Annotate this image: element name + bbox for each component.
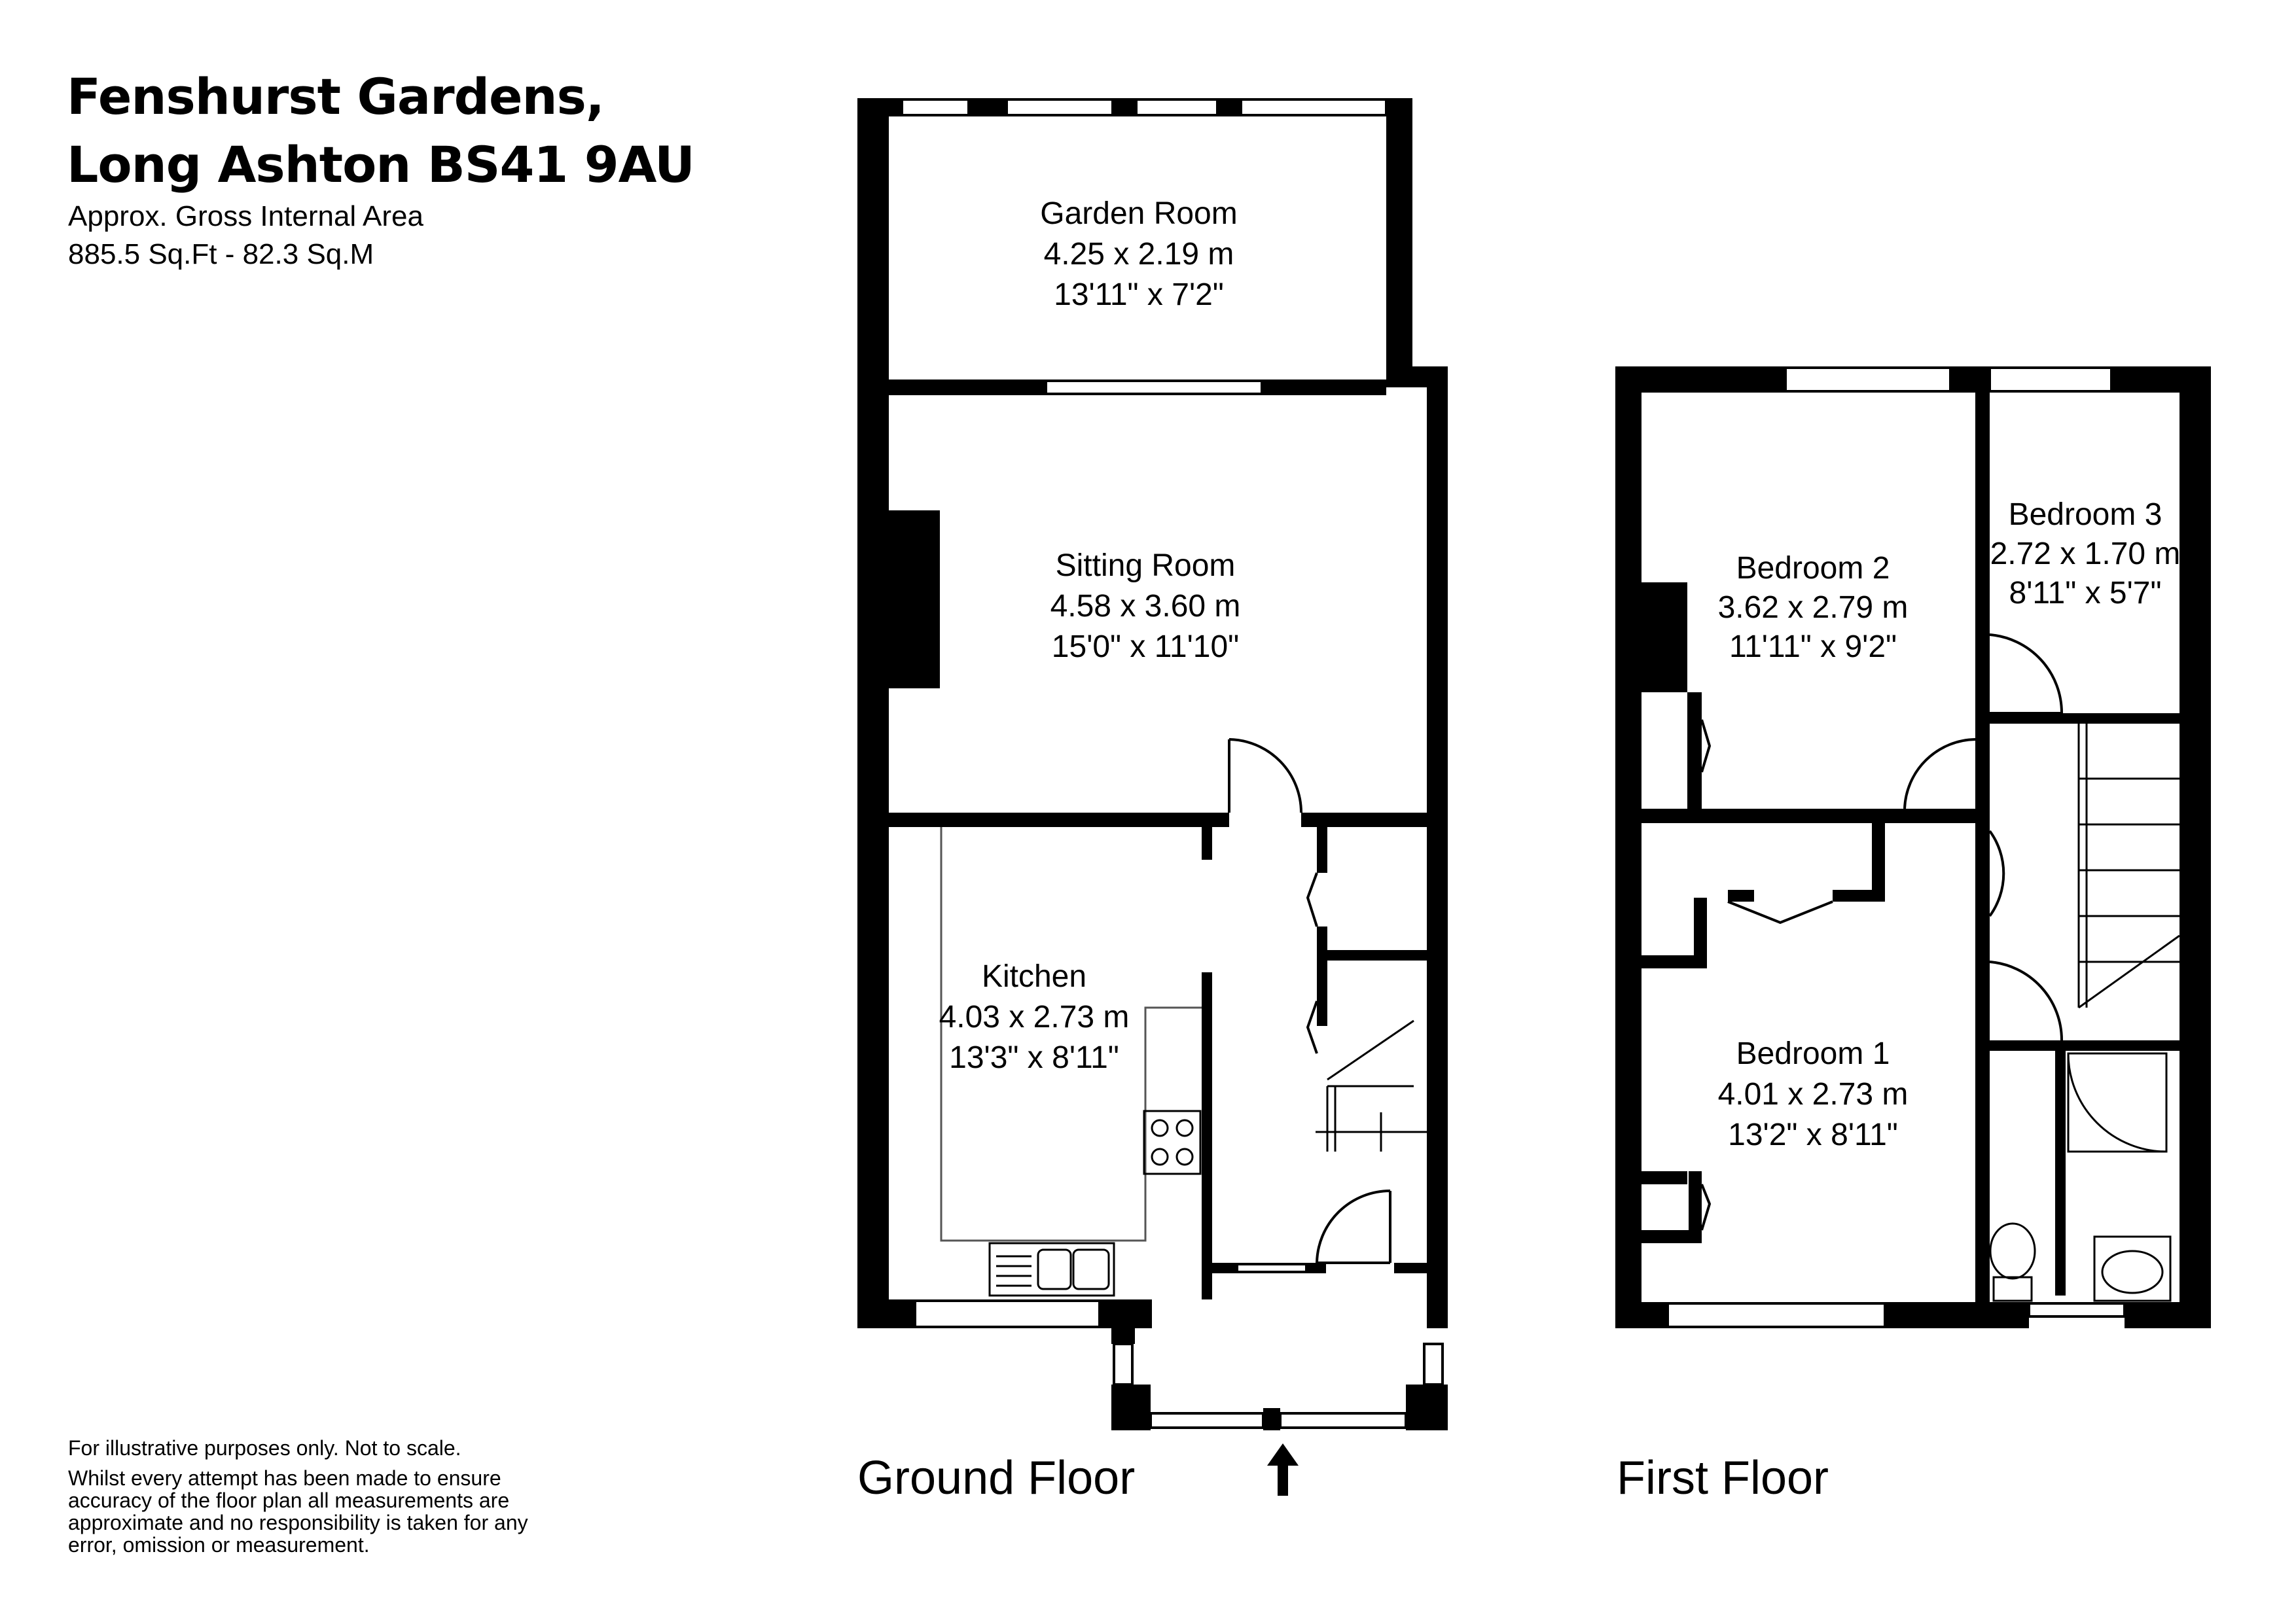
room-name: Garden Room	[1040, 196, 1237, 231]
room-metric: 4.01 x 2.73 m	[1718, 1077, 1909, 1112]
toilet-icon	[1989, 1222, 2036, 1302]
room-imperial: 13'11" x 7'2"	[1054, 277, 1224, 312]
room-metric: 4.58 x 3.60 m	[1050, 589, 1241, 624]
first-floor-walls	[1615, 366, 2211, 1328]
first-floor-plan: Bedroom 2 3.62 x 2.79 m 11'11" x 9'2" Be…	[1615, 366, 2211, 1328]
shower-icon	[2067, 1052, 2168, 1153]
disclaimer: For illustrative purposes only. Not to s…	[68, 1437, 579, 1564]
room-imperial: 8'11" x 5'7"	[2009, 576, 2162, 610]
room-name: Kitchen	[982, 959, 1086, 994]
room-imperial: 11'11" x 9'2"	[1729, 629, 1897, 664]
first-floor-label: First Floor	[1617, 1452, 1829, 1504]
sink-icon	[988, 1242, 1115, 1297]
disclaimer-scale: For illustrative purposes only. Not to s…	[68, 1436, 461, 1460]
ground-floor-walls	[857, 98, 1448, 1430]
room-name: Sitting Room	[1056, 548, 1236, 583]
room-garden-room: Garden Room 4.25 x 2.19 m 13'11" x 7'2"	[1040, 196, 1237, 312]
first-floor-windows	[1666, 366, 2126, 1328]
area-label: Approx. Gross Internal Area	[68, 200, 423, 232]
room-imperial: 15'0" x 11'10"	[1052, 629, 1239, 664]
room-kitchen: Kitchen 4.03 x 2.73 m 13'3" x 8'11"	[939, 959, 1130, 1075]
room-bedroom-2: Bedroom 2 3.62 x 2.79 m 11'11" x 9'2"	[1718, 551, 1909, 664]
disclaimer-accuracy: Whilst every attempt has been made to en…	[68, 1466, 528, 1557]
room-name: Bedroom 2	[1736, 551, 1890, 586]
room-bedroom-3: Bedroom 3 2.72 x 1.70 m 8'11" x 5'7"	[1990, 497, 2181, 610]
first-floor-doors	[1700, 633, 2064, 1231]
kitchen-worktop	[940, 827, 1202, 1242]
hob-icon	[1143, 1110, 1202, 1175]
room-imperial: 13'2" x 8'11"	[1728, 1118, 1898, 1152]
page-title: Fenshurst Gardens, Long Ashton BS41 9AU	[67, 63, 695, 199]
title-line-2: Long Ashton BS41 9AU	[67, 135, 695, 194]
room-name: Bedroom 3	[2009, 497, 2162, 532]
ground-floor-plan: Garden Room 4.25 x 2.19 m 13'11" x 7'2" …	[857, 98, 1448, 1496]
room-imperial: 13'3" x 8'11"	[949, 1040, 1119, 1075]
area-summary: Approx. Gross Internal Area 885.5 Sq.Ft …	[68, 198, 423, 274]
stairs-icon	[1316, 1019, 1427, 1152]
room-metric: 3.62 x 2.79 m	[1718, 590, 1909, 625]
ground-floor-doors	[1228, 738, 1391, 1264]
room-metric: 4.03 x 2.73 m	[939, 1000, 1130, 1034]
room-bedroom-1: Bedroom 1 4.01 x 2.73 m 13'2" x 8'11"	[1718, 1036, 1909, 1152]
room-name: Bedroom 1	[1736, 1036, 1890, 1071]
entrance-arrow-icon	[1267, 1443, 1299, 1496]
basin-icon	[2093, 1235, 2172, 1302]
area-value: 885.5 Sq.Ft - 82.3 Sq.M	[68, 238, 374, 270]
room-sitting-room: Sitting Room 4.58 x 3.60 m 15'0" x 11'10…	[1050, 548, 1241, 664]
stairs-icon	[2077, 724, 2180, 1009]
title-line-1: Fenshurst Gardens,	[67, 67, 605, 126]
ground-floor-label: Ground Floor	[857, 1452, 1136, 1504]
room-metric: 2.72 x 1.70 m	[1990, 537, 2181, 571]
room-metric: 4.25 x 2.19 m	[1044, 237, 1234, 272]
ground-floor-windows	[901, 98, 1444, 1429]
